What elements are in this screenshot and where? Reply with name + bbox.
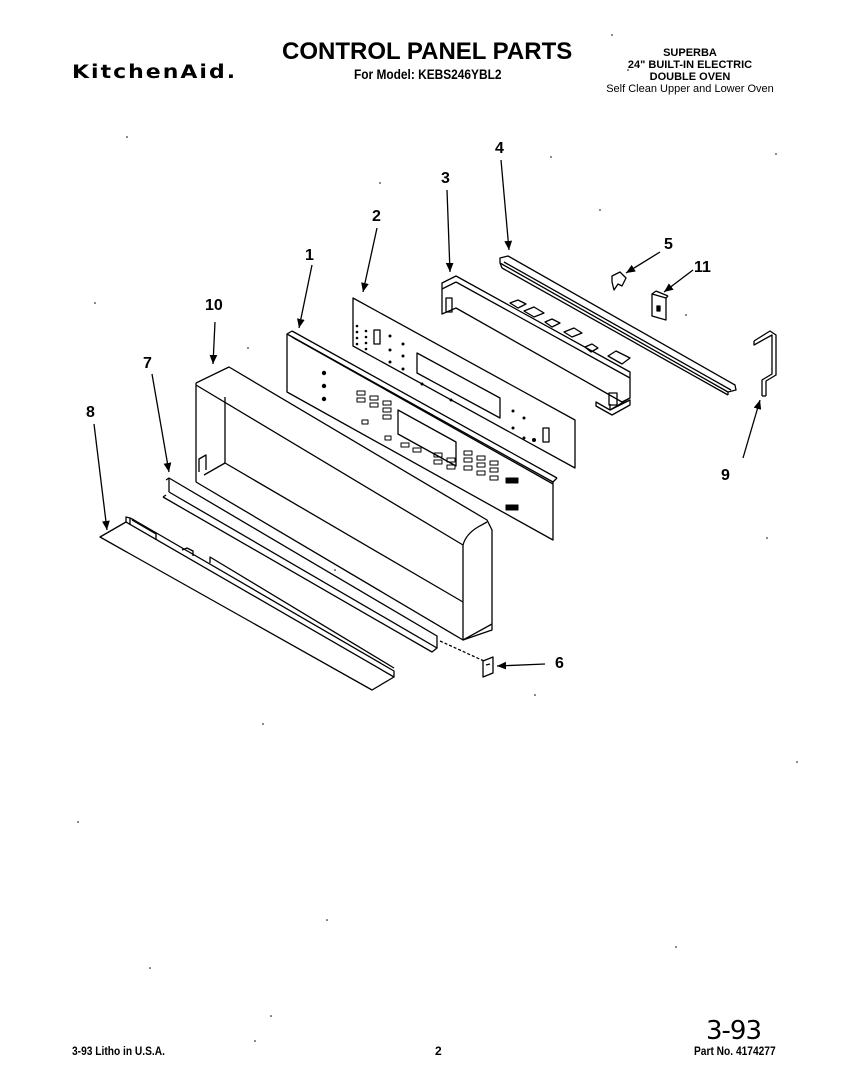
spec-line: DOUBLE OVEN bbox=[649, 71, 731, 83]
callout-1: 1 bbox=[305, 247, 314, 264]
page-title: CONTROL PANEL PARTS bbox=[282, 38, 573, 65]
callout-3: 3 bbox=[441, 170, 450, 187]
product-specs: SUPERBA 24" BUILT-IN ELECTRIC DOUBLE OVE… bbox=[580, 47, 800, 95]
part-3-control-board bbox=[441, 275, 631, 416]
spec-line: 24" BUILT-IN ELECTRIC bbox=[627, 59, 753, 71]
spec-line: SUPERBA bbox=[663, 47, 717, 59]
callout-4: 4 bbox=[495, 140, 504, 157]
callout-8: 8 bbox=[86, 404, 95, 421]
callout-5: 5 bbox=[664, 236, 673, 253]
part-9-bracket bbox=[753, 330, 777, 397]
spec-line: Self Clean Upper and Lower Oven bbox=[606, 83, 774, 95]
part-1-control-panel bbox=[286, 330, 558, 541]
part-11-bracket bbox=[651, 290, 669, 321]
callout-6: 6 bbox=[555, 655, 564, 672]
part-6-clip bbox=[439, 640, 494, 678]
leader-lines bbox=[93, 159, 762, 670]
part-10-trim-frame bbox=[195, 366, 493, 641]
part-2-overlay bbox=[352, 297, 576, 469]
brand-logo: KitchenAid. bbox=[72, 62, 238, 84]
model-label: For Model: KEBS246YBL2 bbox=[354, 66, 502, 82]
callout-7: 7 bbox=[143, 355, 152, 372]
part-5-clip bbox=[611, 271, 627, 291]
callout-9: 9 bbox=[721, 467, 730, 484]
part-7-trim-strip bbox=[162, 477, 438, 653]
page-number: 2 bbox=[435, 1044, 442, 1058]
part-8-bottom-strip bbox=[99, 516, 395, 691]
part-number: Part No. 4174277 bbox=[694, 1044, 776, 1058]
part-4-rail bbox=[499, 255, 737, 396]
scan-specks bbox=[77, 34, 798, 1042]
callout-10: 10 bbox=[205, 297, 223, 314]
handwritten-date: 3-93 bbox=[706, 1016, 762, 1046]
callout-2: 2 bbox=[372, 208, 381, 225]
litho-note: 3-93 Litho in U.S.A. bbox=[72, 1044, 165, 1058]
callout-11: 11 bbox=[694, 259, 711, 276]
